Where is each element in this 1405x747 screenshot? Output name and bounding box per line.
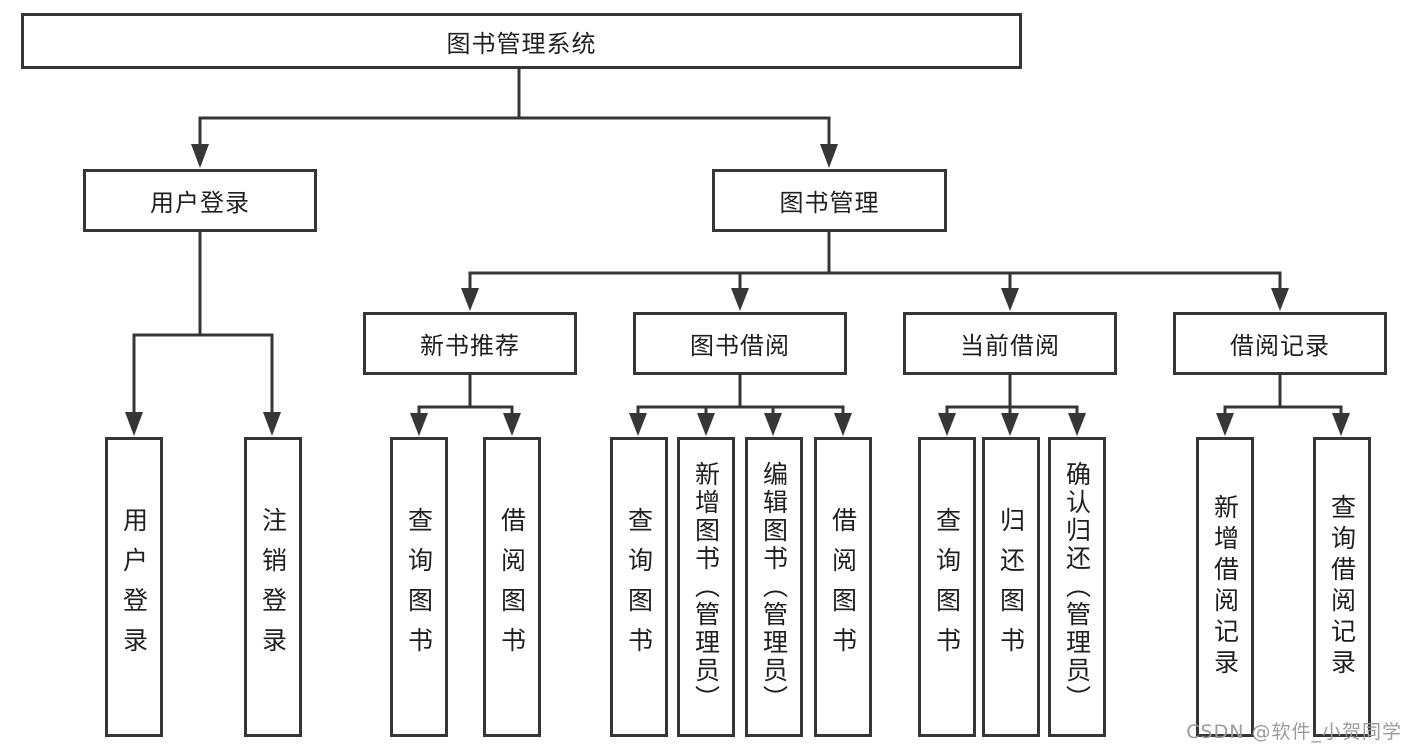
leaf-recommend-query-books: 查询图书 bbox=[390, 437, 448, 737]
leaf-borrow-add-books-admin: 新增图书（管理员） bbox=[677, 437, 735, 737]
node-book-borrow: 图书借阅 bbox=[633, 312, 847, 375]
leaf-recommend-borrow-books: 借阅图书 bbox=[483, 437, 541, 737]
node-user-login: 用户登录 bbox=[83, 169, 317, 232]
node-label: 确认归还（管理员） bbox=[1062, 461, 1092, 713]
watermark: CSDN @软件_小贺同学 bbox=[1186, 721, 1402, 743]
node-label: 用户登录 bbox=[119, 507, 149, 667]
leaf-borrow-query-books: 查询图书 bbox=[610, 437, 668, 737]
node-new-book-recommend: 新书推荐 bbox=[363, 312, 577, 375]
leaf-borrow-edit-books-admin: 编辑图书（管理员） bbox=[745, 437, 803, 737]
node-label: 查询借阅记录 bbox=[1327, 494, 1357, 680]
leaf-current-query-books: 查询图书 bbox=[918, 437, 976, 737]
node-label: 查询图书 bbox=[404, 507, 434, 667]
node-label: 借阅图书 bbox=[828, 507, 858, 667]
node-label: 图书借阅 bbox=[690, 332, 790, 360]
leaf-borrow-borrow-books: 借阅图书 bbox=[814, 437, 872, 737]
node-label: 借阅图书 bbox=[497, 507, 527, 667]
node-label: 归还图书 bbox=[996, 507, 1026, 667]
node-label: 编辑图书（管理员） bbox=[759, 461, 789, 713]
leaf-logout: 注销登录 bbox=[244, 437, 302, 737]
node-library-management-system: 图书管理系统 bbox=[21, 13, 1022, 69]
node-label: 当前借阅 bbox=[960, 332, 1060, 360]
node-current-borrow: 当前借阅 bbox=[903, 312, 1117, 375]
node-label: 注销登录 bbox=[258, 507, 288, 667]
node-borrow-records: 借阅记录 bbox=[1173, 312, 1387, 375]
node-label: 图书管理系统 bbox=[446, 29, 597, 58]
node-label: 查询图书 bbox=[624, 507, 654, 667]
leaf-current-return-books: 归还图书 bbox=[982, 437, 1040, 737]
node-label: 查询图书 bbox=[932, 507, 962, 667]
leaf-current-confirm-return-admin: 确认归还（管理员） bbox=[1048, 437, 1106, 737]
node-label: 用户登录 bbox=[150, 189, 250, 217]
leaf-user-login: 用户登录 bbox=[105, 437, 163, 737]
node-label: 新增图书（管理员） bbox=[691, 461, 721, 713]
node-label: 新增借阅记录 bbox=[1210, 494, 1240, 680]
leaf-records-add-record: 新增借阅记录 bbox=[1196, 437, 1254, 737]
node-book-management: 图书管理 bbox=[712, 169, 947, 232]
node-label: 借阅记录 bbox=[1230, 332, 1330, 360]
leaf-records-query-record: 查询借阅记录 bbox=[1313, 437, 1371, 737]
node-label: 新书推荐 bbox=[420, 332, 520, 360]
node-label: 图书管理 bbox=[779, 189, 880, 217]
